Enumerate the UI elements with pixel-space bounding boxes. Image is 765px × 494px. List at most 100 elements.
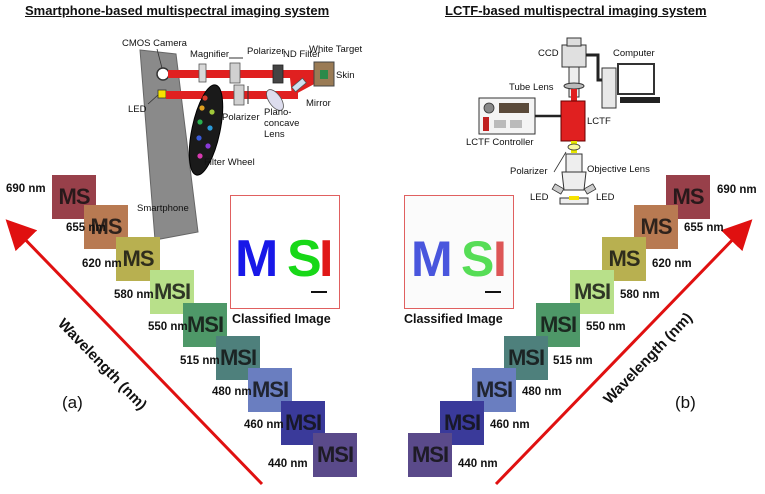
tile-text: MS — [608, 246, 641, 271]
polarizer-top — [229, 62, 241, 84]
label-lctf-controller: LCTF Controller — [466, 137, 534, 148]
wavelength-label-left: 480 nm — [212, 386, 252, 398]
panel-label-b: (b) — [675, 393, 696, 412]
left-title: Smartphone-based multispectral imaging s… — [25, 3, 330, 18]
spectral-tile-left: MSI — [183, 303, 227, 347]
wavelength-label-right: 515 nm — [553, 355, 593, 367]
wavelength-label-left: 655 nm — [66, 222, 106, 234]
wavelength-label-right: 580 nm — [620, 289, 660, 301]
objective-lens — [565, 153, 583, 173]
classified-letter-m: M — [235, 230, 278, 288]
tile-text: MSI — [284, 410, 322, 435]
label-lens-line2: concave — [264, 118, 300, 129]
wavelength-arrow-left — [5, 219, 264, 486]
spectral-tile-right: MSI — [504, 336, 548, 380]
label-mirror: Mirror — [306, 98, 331, 109]
tile-text: MSI — [507, 345, 545, 370]
spectral-tile-left: MSI — [313, 433, 357, 477]
tile-text: MS — [58, 184, 91, 209]
classified-msi-right: M S I — [411, 231, 507, 293]
beam-top — [168, 70, 290, 78]
lctf-block — [560, 100, 586, 142]
filter-dot — [196, 135, 202, 141]
wavelength-label-left: 550 nm — [148, 321, 188, 333]
label-polarizer-right: Polarizer — [510, 166, 548, 177]
mirror — [291, 77, 307, 93]
label-nd-filter: ND Filter — [283, 49, 321, 60]
controller-display — [499, 103, 529, 113]
wavelength-label-left: 460 nm — [244, 419, 284, 431]
wavelength-label-left: 440 nm — [268, 458, 308, 470]
controller-knob — [483, 102, 495, 114]
label-magnifier: Magnifier — [190, 49, 230, 60]
label-led-right-setup-right: LED — [596, 192, 615, 203]
objective-mount — [561, 171, 587, 191]
tile-text: MSI — [411, 442, 449, 467]
tile-text: MS — [122, 246, 155, 271]
classified-letter-i: I — [493, 231, 507, 287]
label-skin: Skin — [336, 70, 355, 81]
label-tube-lens: Tube Lens — [509, 82, 554, 93]
filter-dot — [209, 109, 215, 115]
label-ccd: CCD — [538, 48, 559, 59]
tile-text: MSI — [475, 377, 513, 402]
wavelength-label-right: 480 nm — [522, 386, 562, 398]
polarizer-right — [567, 143, 581, 151]
classified-image-left: M S I — [230, 195, 340, 309]
filter-dot — [202, 95, 208, 101]
tile-text: MSI — [443, 410, 481, 435]
wavelength-label-right: 440 nm — [458, 458, 498, 470]
filter-dot — [207, 125, 213, 131]
right-title: LCTF-based multispectral imaging system — [445, 3, 707, 18]
tile-text: MSI — [539, 312, 577, 337]
wavelength-label-right: 460 nm — [490, 419, 530, 431]
led-left — [551, 183, 565, 195]
wavelength-label-left: 690 nm — [6, 183, 46, 195]
ccd-camera — [561, 44, 587, 68]
label-led-left-setup: LED — [128, 104, 147, 115]
label-smartphone: Smartphone — [137, 203, 189, 214]
spectral-tile-left: MS — [52, 175, 96, 219]
label-lctf: LCTF — [587, 116, 611, 127]
classified-image-right: M S I — [404, 195, 514, 309]
ccd-top — [566, 37, 582, 47]
controller-indicator — [483, 117, 489, 131]
ccd-cable — [586, 53, 602, 82]
controller-button — [510, 120, 522, 128]
leader-line — [147, 94, 159, 105]
beam-bottom — [166, 91, 298, 99]
controller-button — [494, 120, 506, 128]
keyboard — [620, 97, 660, 103]
filter-dot — [199, 105, 205, 111]
wavelength-label-left: 620 nm — [82, 258, 122, 270]
nd-filter — [272, 64, 284, 84]
label-filter-wheel: Filter Wheel — [204, 157, 255, 168]
label-lens-line3: Lens — [264, 129, 285, 140]
wavelength-arrow-right — [494, 219, 753, 486]
label-cmos-camera: CMOS Camera — [122, 38, 187, 49]
classified-msi-left: M S I — [235, 230, 333, 293]
tile-text: MS — [672, 184, 705, 209]
classified-letter-m: M — [411, 231, 453, 287]
tube-lens — [563, 82, 585, 90]
classified-letter-i: I — [319, 230, 333, 288]
tile-text: MSI — [186, 312, 224, 337]
wavelength-label-right: 620 nm — [652, 258, 692, 270]
label-led-right-setup-left: LED — [530, 192, 549, 203]
tile-text: MSI — [316, 442, 354, 467]
computer-tower — [601, 67, 617, 109]
polarizer-bottom — [233, 84, 245, 106]
label-computer: Computer — [613, 48, 655, 59]
label-polarizer-bottom: Polarizer — [222, 112, 260, 123]
classified-label-left: Classified Image — [232, 312, 331, 326]
smartphone-body — [139, 49, 199, 241]
skin-patch — [320, 70, 328, 79]
tile-text: MS — [640, 214, 673, 239]
tile-text: MSI — [573, 279, 611, 304]
wavelength-label-right: 655 nm — [684, 222, 724, 234]
plano-concave-lens — [266, 89, 284, 111]
leader-line — [156, 48, 163, 69]
